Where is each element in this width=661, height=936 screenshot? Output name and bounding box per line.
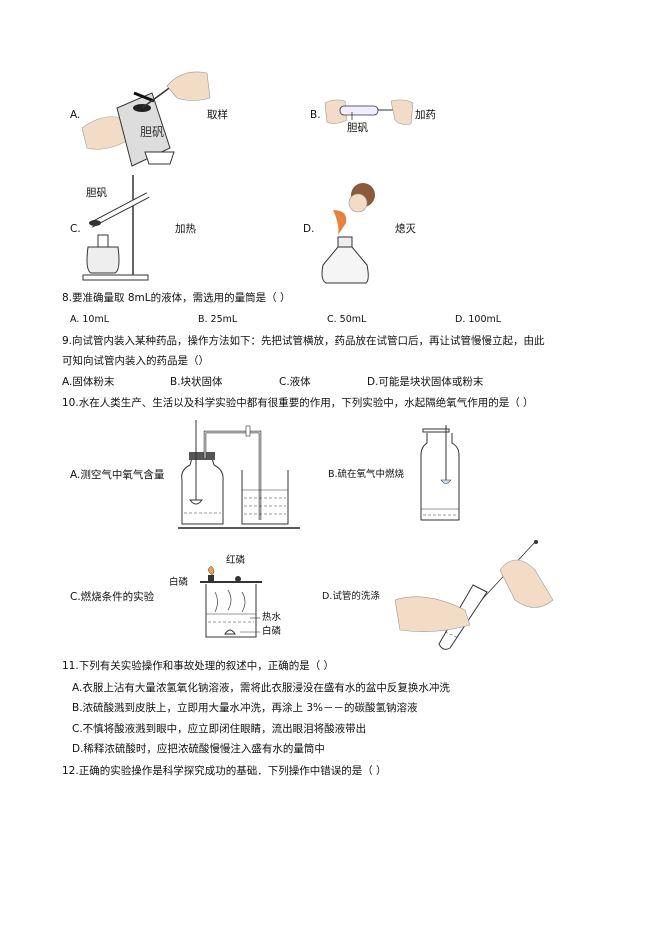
q7-option-c-letter: C. [70,223,81,235]
q8-stem: 8.要准确量取 8mL的液体，需选用的量筒是（ ） [62,292,291,304]
q11-option-b: B.浓硫酸溅到皮肤上，立即用大量水冲洗，再涂上 3%－－的碳酸氢钠溶液 [72,702,418,714]
oxygen-content-apparatus [178,420,300,529]
sampling-illustration: 胆矾 [81,71,211,167]
q7-option-c-label: 加热 [175,223,196,235]
q9-stem-line1: 9.向试管内装入某种药品，操作方法如下：先把试管横放，药品放在试管口后，再让试管… [62,335,545,347]
q10-c-white-phosphorus-bottom-label: 白磷 [262,626,282,637]
sulfur-combustion-jar [420,425,460,521]
test-tube-washing-illustration [394,540,554,650]
q7-option-a-letter: A. [70,109,81,121]
q10-c-hot-water-label: 热水 [262,612,282,623]
q9-option-b: B.块状固体 [170,376,223,388]
adding-reagent-illustration [324,99,414,125]
extinguishing-illustration [321,183,375,284]
q9-stem-line2: 可知向试管内装入的药品是（） [62,355,209,367]
bottle-label: 胆矾 [140,125,164,139]
q10-c-white-phosphorus-top-label: 白磷 [169,577,189,588]
q11-option-a: A.衣服上沾有大量浓氢氧化钠溶液，需将此衣服浸没在盛有水的盆中反复换水冲洗 [72,682,450,694]
q9-option-c: C.液体 [279,376,311,388]
heating-illustration [82,175,150,281]
combustion-conditions-apparatus [200,566,262,638]
q10-option-a: A.测空气中氧气含量 [70,469,165,481]
q8-option-b: B. 25mL [198,314,238,325]
q11-option-d: D.稀释浓硫酸时，应把浓硫酸慢慢注入盛有水的量筒中 [72,743,325,755]
q10-c-red-phosphorus-label: 红磷 [226,555,246,566]
q10-stem: 10.水在人类生产、生活以及科学实验中都有很重要的作用，下列实验中，水起隔绝氧气… [62,397,534,409]
q7-option-b-annotation: 胆矾 [347,122,368,134]
q7-option-d-letter: D. [303,223,315,235]
q10-option-b: B.硫在氧气中燃烧 [328,469,405,480]
q8-option-a: A. 10mL [70,314,110,325]
q9-option-a: A.固体粉末 [62,376,115,388]
q11-option-c: C.不慎将酸液溅到眼中，应立即闭住眼睛，流出眼泪将酸液带出 [72,723,367,735]
q9-option-d: D.可能是块状固体或粉末 [367,376,484,388]
q7-option-b-letter: B. [310,109,321,121]
q7-option-b-label: 加药 [415,109,436,121]
q8-option-d: D. 100mL [455,314,502,325]
q7-option-c-annotation: 胆矾 [86,187,107,199]
q12-stem: 12.正确的实验操作是科学探究成功的基础．下列操作中错误的是（ ） [62,765,387,777]
q11-stem: 11.下列有关实验操作和事故处理的叙述中，正确的是（ ） [62,660,335,672]
q10-option-c: C.燃烧条件的实验 [70,591,155,603]
q7-option-d-label: 熄灭 [395,223,416,235]
q7-option-a-label: 取样 [207,109,228,121]
q10-option-d: D.试管的洗涤 [322,591,380,602]
q8-option-c: C. 50mL [327,314,367,325]
